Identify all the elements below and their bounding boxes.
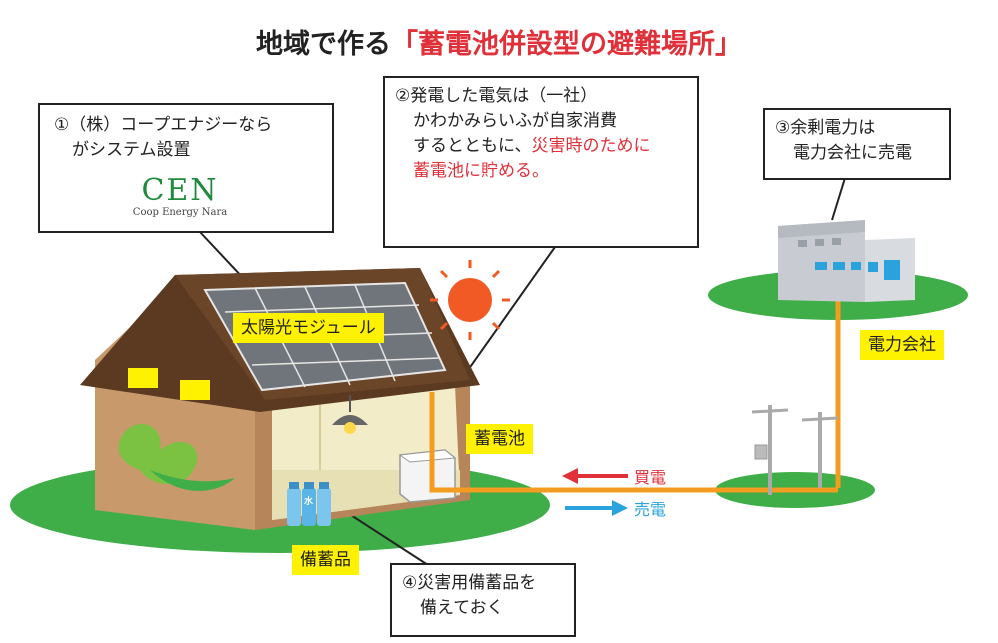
- callout4-line1: ④災害用備蓄品を: [402, 573, 537, 593]
- sell-arrow: [565, 500, 628, 516]
- callout2-line1: ②発電した電気は（一社）: [395, 86, 598, 106]
- callout4-pointer: [339, 507, 429, 566]
- title-accent: 「蓄電池併設型の避難場所」: [391, 29, 742, 60]
- lamp: [332, 415, 368, 425]
- leaf-logo-house: [118, 423, 235, 491]
- page-title: 地域で作る「蓄電池併設型の避難場所」: [0, 22, 998, 61]
- callout4-line2: 備えておく: [420, 598, 504, 618]
- label-power-company: 電力会社: [860, 330, 944, 360]
- cen-logo-text: CEN: [141, 173, 219, 208]
- callout2-line3-red: 災害時のために: [531, 136, 651, 156]
- cen-logo-subtext: Coop Energy Nara: [132, 207, 228, 218]
- label-solar-module: 太陽光モジュール: [233, 313, 384, 343]
- water-bottles: [287, 482, 331, 526]
- title-main: 地域で作る: [256, 29, 391, 60]
- label-stockpile: 備蓄品: [292, 545, 359, 575]
- sun-icon: [430, 260, 510, 340]
- callout2-line2: かわかみらいふが自家消費: [413, 111, 617, 131]
- callout-selfconsumption: ②発電した電気は（一社） かわかみらいふが自家消費 するとともに、災害時のために…: [383, 76, 699, 248]
- callout-installer: ①（株）コープエナジーなら がシステム設置 CEN Coop Energy Na…: [38, 103, 334, 233]
- buy-arrow: [562, 468, 628, 484]
- callout1-line2: がシステム設置: [72, 140, 191, 160]
- callout3-line2: 電力会社に売電: [793, 143, 912, 163]
- callout3-line1: ③余剰電力は: [775, 118, 876, 138]
- label-battery: 蓄電池: [466, 424, 533, 454]
- callout-surplus: ③余剰電力は 電力会社に売電: [763, 108, 951, 180]
- power-wire: [429, 392, 735, 493]
- callout2-line4: 蓄電池に貯める。: [413, 161, 549, 181]
- house-window-1: [128, 368, 158, 388]
- utility-poles: [751, 405, 839, 495]
- cen-logo: CEN Coop Energy Nara: [110, 175, 250, 219]
- callout2-line3-plain: するとともに、: [413, 136, 532, 156]
- label-sell: 売電: [634, 500, 667, 519]
- callout-stockpile: ④災害用備蓄品を 備えておく: [390, 563, 576, 637]
- house-window-2: [180, 380, 210, 400]
- callout1-line1: ①（株）コープエナジーなら: [54, 115, 273, 135]
- label-buy: 買電: [634, 468, 667, 487]
- callout3-pointer: [831, 177, 846, 221]
- water-label: 水: [304, 497, 314, 507]
- battery-box: [398, 449, 457, 503]
- company-building: [778, 220, 915, 302]
